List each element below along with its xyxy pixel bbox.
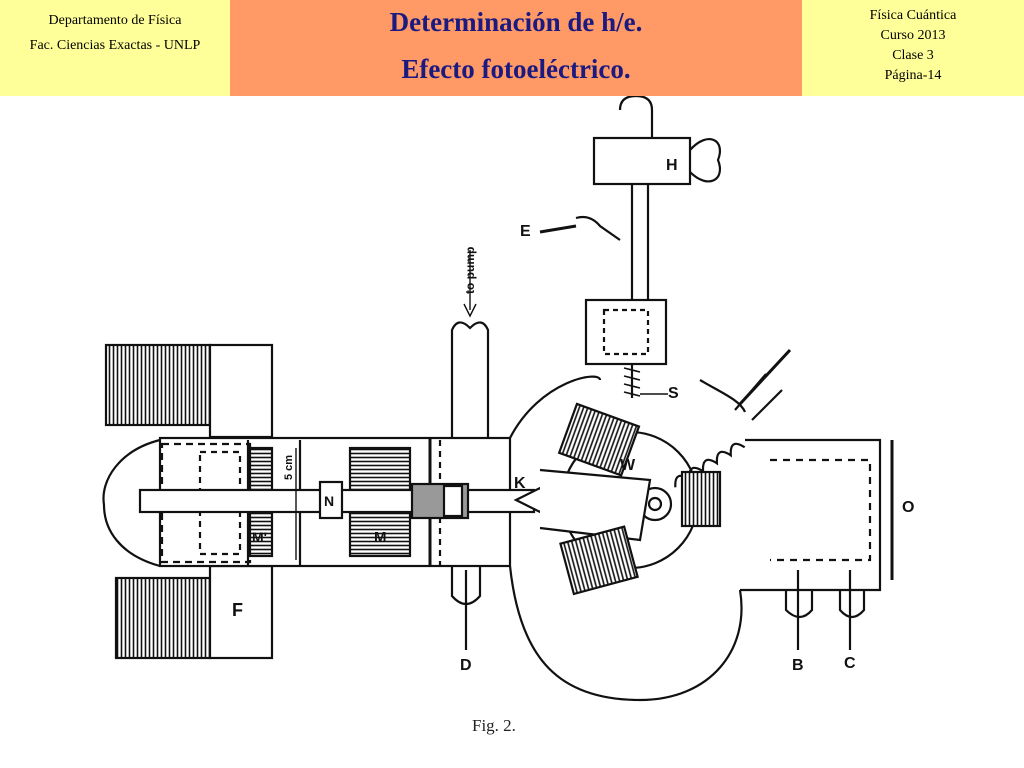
label-e: E	[520, 223, 531, 240]
label-m-prime: M'	[252, 529, 267, 545]
figure-caption: Fig. 2.	[472, 716, 516, 735]
metal-block-upper	[557, 402, 641, 477]
pump-tube	[450, 321, 490, 438]
photoelectric-apparatus-diagram: H E S K W N M M' O F D B C to pump 5 cm	[102, 96, 914, 702]
label-to-pump: to pump	[463, 247, 477, 294]
label-d: D	[460, 657, 472, 674]
label-k: K	[514, 475, 526, 492]
course-year: Curso 2013	[880, 28, 946, 43]
electromagnet-lower	[114, 564, 274, 660]
label-n: N	[324, 493, 334, 509]
slide-subtitle: Efecto fotoeléctrico.	[401, 54, 631, 84]
metal-block-lower	[559, 525, 639, 596]
course-name: Física Cuántica	[869, 8, 957, 23]
metal-block-right	[680, 470, 722, 528]
tube-end-cap	[102, 438, 161, 568]
electromagnet-upper	[104, 343, 274, 439]
header-course: Física Cuántica Curso 2013 Clase 3 Págin…	[802, 0, 1024, 96]
label-h: H	[666, 157, 678, 174]
label-s: S	[668, 385, 679, 402]
class-number: Clase 3	[892, 48, 934, 63]
slide-title: Determinación de h/e.	[389, 7, 643, 37]
page-number: Página-14	[884, 68, 942, 83]
label-o: O	[902, 499, 914, 516]
header-department: Departamento de Física Fac. Ciencias Exa…	[0, 0, 230, 96]
label-m: M	[374, 529, 387, 546]
label-w: W	[620, 457, 636, 474]
label-b: B	[792, 657, 804, 674]
label-5cm: 5 cm	[283, 455, 295, 480]
label-c: C	[844, 655, 856, 672]
stopcock-h	[539, 96, 721, 300]
ground-joint	[584, 298, 668, 398]
label-f: F	[232, 600, 243, 620]
nut-n	[318, 480, 344, 520]
department-name: Departamento de Física	[48, 13, 182, 28]
vacuum-bulb	[508, 375, 747, 702]
faculty-name: Fac. Ciencias Exactas - UNLP	[29, 38, 201, 53]
electrode-leads	[450, 566, 866, 650]
header-title: Determinación de h/e. Efecto fotoeléctri…	[230, 0, 802, 96]
spring-arm	[734, 373, 783, 421]
